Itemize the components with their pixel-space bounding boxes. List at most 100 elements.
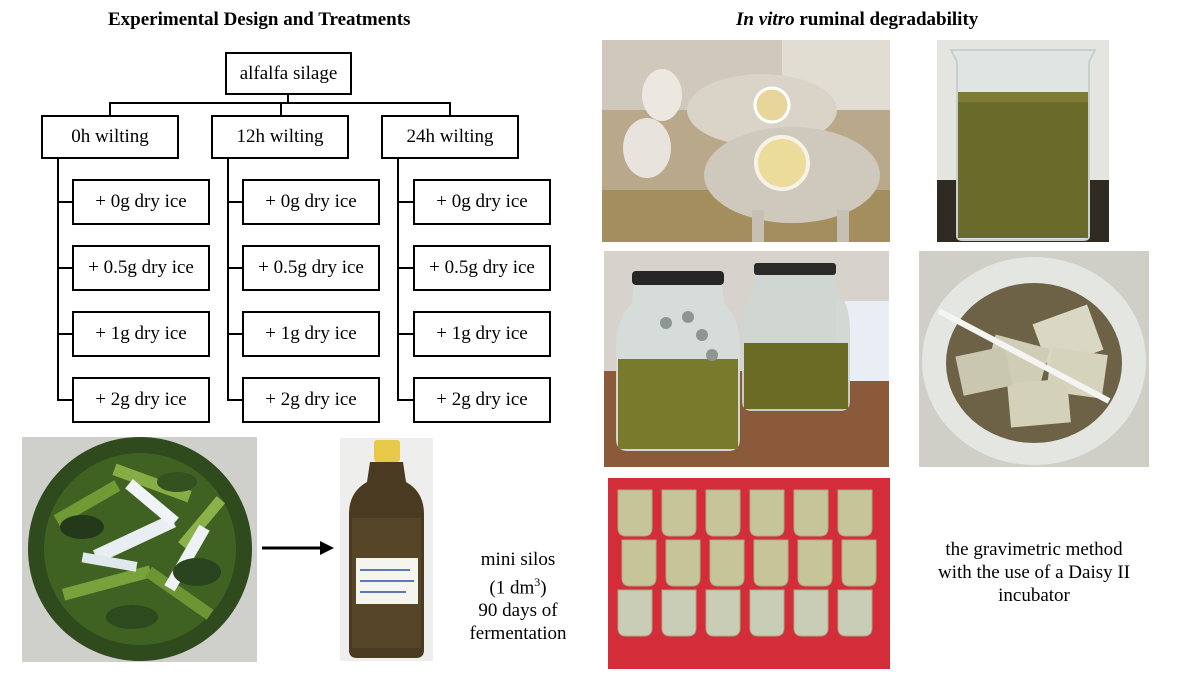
connector: [227, 159, 229, 401]
treatment-label: + 0g dry ice: [265, 191, 357, 212]
connector: [397, 399, 413, 401]
connector: [57, 201, 73, 203]
method-caption-line: with the use of a Daisy II: [937, 562, 1131, 583]
connector: [57, 399, 73, 401]
connector: [280, 102, 282, 116]
filter-bag: [617, 589, 653, 637]
treatment-box: + 0.5g dry ice: [242, 245, 380, 291]
filter-bag: [617, 489, 653, 537]
treatment-label: + 1g dry ice: [265, 323, 357, 344]
treatment-label: + 2g dry ice: [265, 389, 357, 410]
right-title-rest: ruminal degradability: [794, 9, 979, 30]
mini-silo-photo: [340, 438, 433, 661]
filter-bag: [665, 539, 701, 587]
group-box-24h: 24h wilting: [381, 115, 519, 159]
silo-caption: mini silos (1 dm3) 90 days of fermentati…: [448, 548, 588, 645]
group-label: 0h wilting: [71, 126, 149, 147]
treatment-label: + 1g dry ice: [95, 323, 187, 344]
filter-bag: [793, 589, 829, 637]
connector: [227, 267, 243, 269]
method-caption: the gravimetric method with the use of a…: [916, 538, 1152, 607]
connector: [227, 333, 243, 335]
filter-bag: [661, 489, 697, 537]
sheep-photo: [602, 40, 890, 242]
treatment-box: + 1g dry ice: [413, 311, 551, 357]
beaker-photo: [937, 40, 1109, 242]
filter-bags-tray-photo: [608, 478, 890, 669]
root-label: alfalfa silage: [239, 62, 338, 84]
filter-bag: [661, 589, 697, 637]
arrow-right-icon: [262, 541, 334, 555]
group-label: 12h wilting: [236, 126, 324, 147]
filter-bag: [749, 489, 785, 537]
silo-caption-line: fermentation: [469, 623, 567, 645]
connector: [57, 267, 73, 269]
treatment-box: + 0g dry ice: [413, 179, 551, 225]
treatment-box: + 0.5g dry ice: [72, 245, 210, 291]
filter-bag: [621, 539, 657, 587]
chopped-alfalfa-photo: [22, 437, 257, 662]
connector: [287, 95, 289, 104]
sheep-drawing: [602, 40, 890, 242]
filter-bag: [753, 539, 789, 587]
filter-bag: [837, 489, 873, 537]
bags-tray-drawing: [608, 478, 890, 669]
right-title: In vitro ruminal degradability: [736, 9, 978, 31]
filter-bag: [841, 539, 877, 587]
right-title-italic: In vitro: [736, 9, 795, 30]
treatment-label: + 0g dry ice: [95, 191, 187, 212]
connector: [397, 159, 399, 401]
treatment-label: + 2g dry ice: [95, 389, 187, 410]
filter-bag: [749, 589, 785, 637]
connector: [57, 333, 73, 335]
connector: [397, 333, 413, 335]
beaker-drawing: [937, 40, 1109, 242]
incubation-jars-photo: [604, 251, 889, 467]
connector: [397, 267, 413, 269]
silo-caption-line: 90 days of: [478, 600, 558, 622]
connector: [227, 201, 243, 203]
treatment-label: + 0g dry ice: [436, 191, 528, 212]
silo-caption-superscript: 3: [534, 575, 541, 589]
treatment-label: + 2g dry ice: [436, 389, 528, 410]
treatment-label: + 1g dry ice: [436, 323, 528, 344]
group-box-0h: 0h wilting: [41, 115, 179, 159]
silo-bottle-drawing: [340, 438, 433, 661]
root-box: alfalfa silage: [225, 52, 352, 95]
silo-caption-line: mini silos: [480, 549, 556, 570]
group-box-12h: 12h wilting: [211, 115, 349, 159]
jars-drawing: [604, 251, 889, 467]
treatment-box: + 0.5g dry ice: [413, 245, 551, 291]
treatment-box: + 0g dry ice: [72, 179, 210, 225]
treatment-box: + 1g dry ice: [242, 311, 380, 357]
method-caption-line: incubator: [998, 585, 1070, 606]
connector: [449, 102, 451, 116]
treatment-box: + 2g dry ice: [72, 377, 210, 423]
connector: [57, 159, 59, 401]
treatment-box: + 2g dry ice: [413, 377, 551, 423]
treatment-box: + 0g dry ice: [242, 179, 380, 225]
chopped-alfalfa-drawing: [22, 437, 257, 662]
bags-jar-drawing: [919, 251, 1149, 467]
treatment-box: + 1g dry ice: [72, 311, 210, 357]
filter-bag: [793, 489, 829, 537]
treatment-label: + 0.5g dry ice: [88, 257, 194, 278]
connector: [397, 201, 413, 203]
silo-caption-text: (1 dm: [489, 577, 535, 599]
silo-caption-text: ): [540, 577, 547, 599]
filter-bag: [709, 539, 745, 587]
treatment-label: + 0.5g dry ice: [429, 257, 535, 278]
filter-bag: [705, 489, 741, 537]
connector: [227, 399, 243, 401]
left-title: Experimental Design and Treatments: [108, 9, 411, 30]
filter-bags-jar-photo: [919, 251, 1149, 467]
silo-caption-volume: (1 dm3): [448, 571, 588, 599]
filter-bag: [797, 539, 833, 587]
connector: [109, 102, 111, 116]
group-label: 24h wilting: [406, 126, 494, 147]
method-caption-line: the gravimetric method: [945, 539, 1123, 560]
treatment-box: + 2g dry ice: [242, 377, 380, 423]
filter-bag: [837, 589, 873, 637]
filter-bag: [705, 589, 741, 637]
treatment-label: + 0.5g dry ice: [258, 257, 364, 278]
